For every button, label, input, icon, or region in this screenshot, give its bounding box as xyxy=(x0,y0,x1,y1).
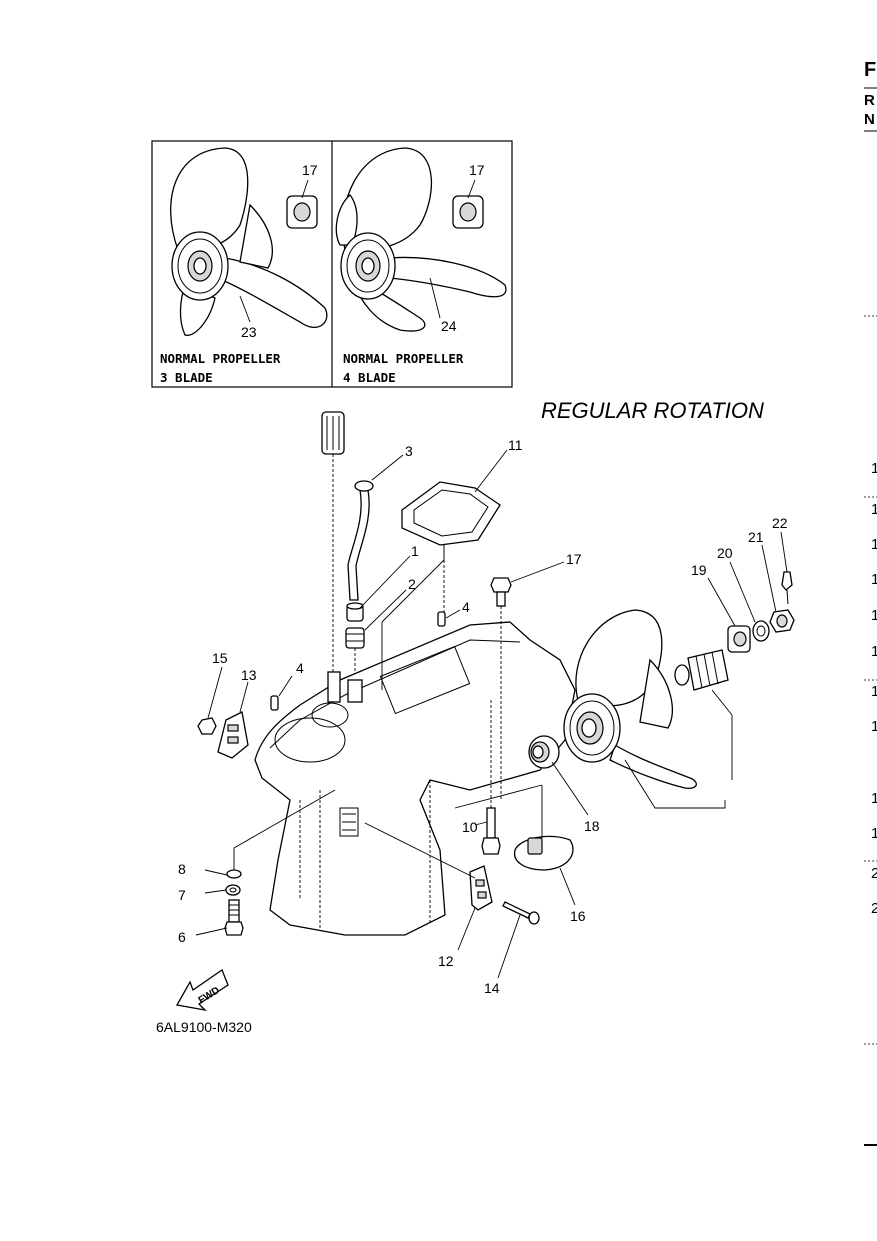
washer-6-drawing xyxy=(225,884,241,896)
edge-digit-6: 1 xyxy=(871,643,877,660)
callout-19: 21 xyxy=(748,529,764,545)
propeller-21-drawing xyxy=(563,609,697,789)
lower-case-drawing xyxy=(254,621,576,936)
callout-14: 16 xyxy=(570,908,586,924)
edge-digit-9: 1 xyxy=(871,790,877,807)
propeller-inset: 17 23 17 24 NORMAL PROPELLER 3 BLADE NOR… xyxy=(151,140,513,388)
four-blade-propeller-drawing xyxy=(335,147,507,332)
callout-13: 15 xyxy=(212,650,228,666)
callout-11: 13 xyxy=(241,667,257,683)
edge-digit-1: 1 xyxy=(871,460,877,477)
edge-digit-12: 2 xyxy=(871,900,877,917)
callout-2: 2 xyxy=(408,576,416,592)
callout-8: 10 xyxy=(462,819,478,835)
callout-16: 18 xyxy=(584,818,600,834)
exploded-view xyxy=(197,411,795,936)
bolt-5-drawing xyxy=(224,899,244,936)
dowel-pin-right-drawing xyxy=(437,611,446,627)
leader-lines xyxy=(195,449,788,979)
seal-2-drawing xyxy=(345,627,365,675)
bushing-22-drawing xyxy=(674,649,729,691)
diagram-title: REGULAR ROTATION xyxy=(541,398,764,423)
callout-6: 7 xyxy=(178,887,186,903)
edge-digit-10: 1 xyxy=(871,825,877,842)
inset-left-label-23: 23 xyxy=(241,324,257,340)
screw-12-drawing xyxy=(502,901,540,925)
callout-18: 20 xyxy=(717,545,733,561)
edge-digit-7: 1 xyxy=(871,683,877,700)
inset-left-caption-line1: NORMAL PROPELLER xyxy=(160,351,281,366)
callout-15: 17 xyxy=(566,551,582,567)
callout-5: 6 xyxy=(178,929,186,945)
spacer-16-drawing xyxy=(528,735,560,769)
inset-right-label-17: 17 xyxy=(469,162,485,178)
spline-washer-17-right xyxy=(452,195,484,229)
edge-letter-r: R xyxy=(864,92,875,109)
callout-12: 14 xyxy=(484,980,500,996)
water-tube-drawing xyxy=(347,480,374,601)
inset-left-label-17: 17 xyxy=(302,162,318,178)
edge-digit-5: 1 xyxy=(871,607,877,624)
bolt-8-drawing xyxy=(481,700,501,855)
inset-right-caption-line2: 4 BLADE xyxy=(343,370,396,385)
figure-code: 6AL9100-M320 xyxy=(156,1019,252,1035)
callout-7: 8 xyxy=(178,861,186,877)
callout-20: 22 xyxy=(772,515,788,531)
anode-14-drawing xyxy=(454,784,574,871)
drive-shaft-drawing xyxy=(321,411,345,680)
edge-digit-8: 1 xyxy=(871,718,877,735)
callout-labels: 3 11 1 2 4 4 17 15 13 8 7 6 10 12 14 16 … xyxy=(178,437,788,996)
callout-4-left: 4 xyxy=(296,660,304,676)
washer-7-drawing xyxy=(226,869,242,879)
inset-right-label-24: 24 xyxy=(441,318,457,334)
edge-digit-3: 1 xyxy=(871,536,877,553)
washer-18-drawing xyxy=(752,620,770,642)
bolt-15-drawing xyxy=(490,577,512,800)
grommet-1-drawing xyxy=(346,602,364,622)
edge-digit-2: 1 xyxy=(871,501,877,518)
inset-left-caption-line2: 3 BLADE xyxy=(160,370,213,385)
edge-letter-n: N xyxy=(864,111,875,128)
edge-letter-f: F xyxy=(864,59,876,81)
gasket-9-drawing xyxy=(401,481,501,615)
trim-tab-11-drawing xyxy=(217,711,249,759)
edge-digit-11: 2 xyxy=(871,865,877,882)
edge-digit-4: 1 xyxy=(871,571,877,588)
callout-17: 19 xyxy=(691,562,707,578)
anode-10-drawing xyxy=(469,865,493,911)
washer-17-drawing xyxy=(727,625,751,653)
three-blade-propeller-drawing xyxy=(170,147,328,336)
adjacent-page-edge: F R N 1 1 1 1 1 1 1 1 1 1 2 2 xyxy=(864,59,877,1146)
callout-4-right: 4 xyxy=(462,599,470,615)
dowel-pin-left-drawing xyxy=(270,695,279,711)
spline-washer-17-left xyxy=(286,195,318,229)
fwd-arrow: FWD xyxy=(175,969,229,1012)
callout-10: 12 xyxy=(438,953,454,969)
cotter-pin-20-drawing xyxy=(781,571,793,605)
callout-3: 3 xyxy=(405,443,413,459)
inset-right-caption-line1: NORMAL PROPELLER xyxy=(343,351,464,366)
grommet-13-drawing xyxy=(197,717,217,735)
callout-1: 1 xyxy=(411,543,419,559)
nut-19-drawing xyxy=(769,609,795,633)
callout-9: 11 xyxy=(508,437,523,453)
